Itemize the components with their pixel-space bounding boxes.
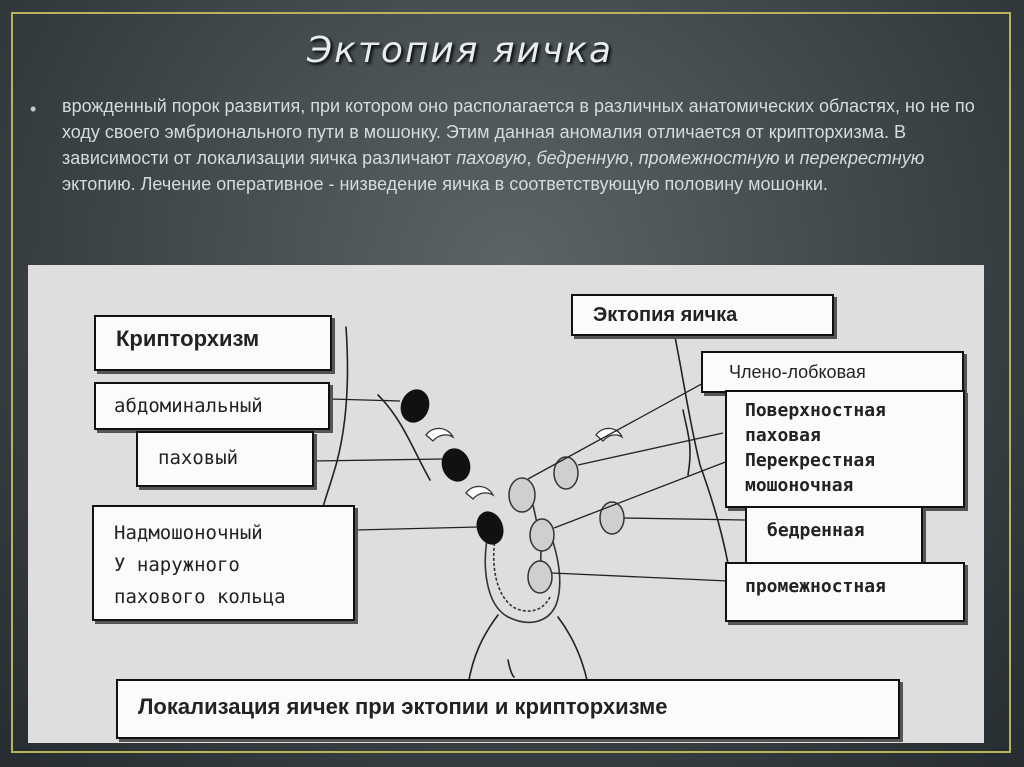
label-text: Поверхностная (745, 400, 886, 421)
label-text: паховая (745, 425, 821, 446)
label-ectopia-title: Эктопия яичка (571, 294, 834, 336)
leader-lines (312, 374, 746, 582)
right-body-contour (672, 326, 734, 596)
testis-crossed (529, 518, 555, 552)
label-text: Надмошоночный (114, 522, 263, 544)
label-abdominal: абдоминальный (94, 382, 330, 430)
slide-frame (11, 12, 1011, 753)
testis-suprascrotal (476, 511, 504, 545)
label-text: бедренная (767, 520, 865, 541)
term-femoral: бедренную (536, 148, 629, 168)
label-cryptorchidism-title: Крипторхизм (94, 315, 332, 371)
label-text: паховый (158, 447, 239, 469)
separator: и (779, 148, 800, 168)
anatomy-drawing (312, 326, 746, 686)
figure-caption: Локализация яичек при эктопии и крипторх… (116, 679, 900, 739)
bullet-marker: • (30, 99, 37, 119)
label-suprascrotal: Надмошоночный У наружного пахового кольц… (92, 505, 355, 621)
left-ring-upper (425, 427, 455, 442)
left-ring-lower (465, 485, 495, 500)
testis-inguinal (441, 448, 471, 482)
term-inguinal: паховую (456, 148, 527, 168)
slide-title: Эктопия яичка (306, 30, 614, 71)
label-text: Крипторхизм (116, 326, 260, 351)
label-text: У наружного (114, 554, 240, 576)
term-crossed: перекрестную (799, 148, 925, 168)
left-inguinal-line (377, 394, 431, 481)
testis-superficial (553, 456, 579, 490)
separator: , (628, 148, 639, 168)
label-text: мошоночная (745, 475, 854, 496)
body-text-part-1: врожденный порок развития, при котором о… (62, 96, 975, 168)
label-text: промежностная (745, 576, 886, 597)
label-text: пахового кольца (114, 586, 286, 608)
label-ectopia-types: Поверхностная паховая Перекрестная мошон… (725, 390, 965, 508)
label-text: абдоминальный (114, 395, 263, 417)
diagram-figure: Крипторхизм абдоминальный паховый Надмош… (28, 265, 984, 743)
label-text: Эктопия яичка (593, 304, 738, 326)
left-leg-inner (467, 614, 499, 686)
testis-perineal (527, 560, 553, 594)
right-inguinal-line (682, 409, 691, 476)
term-perineal: промежностную (638, 148, 780, 168)
label-text: Члено-лобковая (729, 362, 866, 382)
label-perineal: промежностная (725, 562, 965, 622)
perineum-mark (507, 659, 515, 678)
label-penile-pubic: Члено-лобковая (701, 351, 964, 393)
right-leg-inner (557, 616, 589, 686)
label-inguinal: паховый (136, 431, 314, 487)
slide-body-text: врожденный порок развития, при котором о… (62, 93, 997, 197)
testis-penile-pubic (508, 477, 536, 513)
separator: , (526, 148, 537, 168)
testis-abdominal (400, 389, 430, 423)
label-text: Локализация яичек при эктопии и крипторх… (138, 694, 668, 719)
label-text: Перекрестная (745, 450, 876, 471)
label-femoral: бедренная (745, 506, 923, 564)
testis-femoral (599, 501, 625, 535)
body-text-part-2: эктопию. Лечение оперативное - низведени… (62, 174, 828, 194)
